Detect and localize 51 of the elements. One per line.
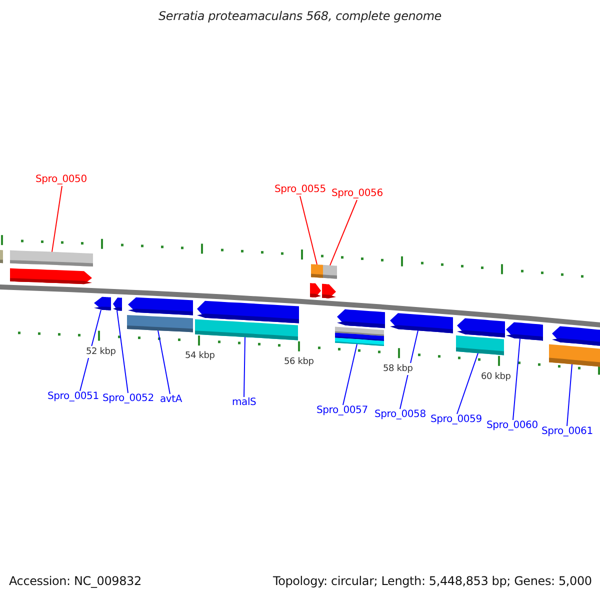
gene-bar: [311, 264, 323, 278]
gene-bar: [323, 264, 337, 279]
gene-feature: [10, 268, 92, 284]
leader-line: [244, 336, 246, 398]
gene-bar: [195, 319, 298, 340]
leader-line: [342, 344, 358, 406]
gene-bar: [549, 344, 600, 368]
gene-bar: [10, 250, 93, 266]
gene-label: Spro_0052: [102, 393, 154, 405]
gene-feature: [94, 296, 111, 310]
gene-feature: [128, 297, 193, 316]
leader-line: [566, 364, 572, 426]
gene-feature: [197, 300, 299, 324]
gene-label: Spro_0059: [430, 414, 482, 426]
gene-label: malS: [232, 397, 256, 409]
leader-line: [116, 310, 128, 394]
gene-label: Spro_0056: [332, 188, 383, 200]
gene-feature: [310, 283, 321, 298]
gene-feature: [506, 322, 543, 341]
leader-line: [52, 186, 62, 252]
gene-label: Spro_0061: [542, 426, 593, 438]
gene-label: Spro_0055: [274, 184, 326, 196]
gene-feature: [113, 298, 122, 311]
scale-label: 54 kbp: [184, 350, 216, 362]
gene-label: Spro_0057: [316, 405, 368, 417]
leader-line: [158, 330, 170, 394]
gene-feature: [337, 309, 385, 328]
gene-label: Spro_0050: [36, 174, 87, 186]
gene-label: Spro_0051: [48, 391, 99, 403]
gene-bar: [0, 250, 3, 264]
gene-label: Spro_0058: [374, 409, 426, 421]
leader-line: [512, 338, 520, 420]
genome-summary: Topology: circular; Length: 5,448,853 bp; Genes: 5,000: [273, 575, 592, 587]
gene-label: Spro_0060: [486, 420, 538, 432]
diagram-title: Serratia proteamaculans 568, complete genome: [158, 10, 442, 22]
scale-label: 52 kbp: [85, 346, 117, 358]
gene-feature: [322, 284, 336, 298]
scale-label: 58 kbp: [382, 362, 414, 375]
gene-feature: [457, 318, 505, 338]
gene-bar: [456, 335, 504, 356]
leader-line: [330, 200, 358, 266]
gene-bar: [127, 315, 193, 332]
accession-text: Accession: NC_009832: [9, 575, 142, 587]
gene-feature: [552, 326, 600, 347]
leader-line: [456, 352, 478, 414]
gene-feature: [390, 313, 453, 334]
leader-line: [300, 196, 318, 265]
scale-label: 56 kbp: [283, 356, 315, 368]
gene-label: avtA: [160, 394, 182, 406]
scale-label: 60 kbp: [480, 370, 512, 382]
gene-bar: [335, 326, 384, 346]
